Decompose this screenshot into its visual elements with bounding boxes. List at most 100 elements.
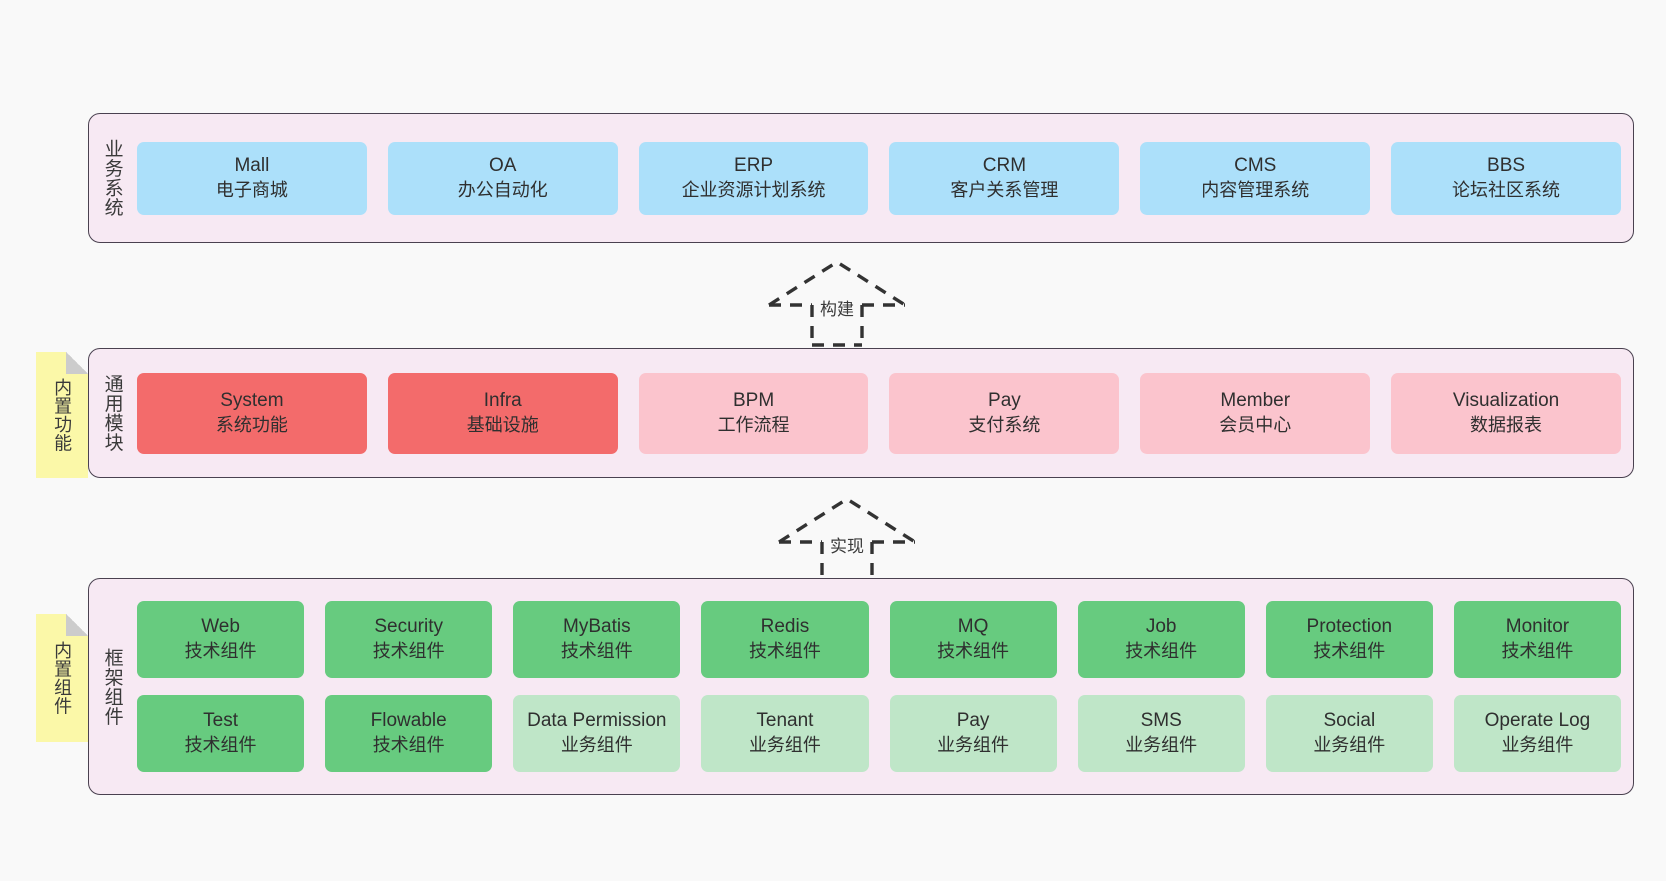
card-title-cn: 系统功能 xyxy=(215,414,288,435)
card-data-permission[interactable]: Data Permission 业务组件 xyxy=(513,695,681,772)
card-title-en: CMS xyxy=(1234,154,1277,176)
card-visualization[interactable]: Visualization 数据报表 xyxy=(1391,372,1621,454)
card-job[interactable]: Job 技术组件 xyxy=(1077,601,1245,678)
card-mybatis[interactable]: MyBatis 技术组件 xyxy=(513,601,681,678)
card-infra[interactable]: Infra 基础设施 xyxy=(387,372,618,454)
card-row: System 系统功能 Infra 基础设施 BPM 工作流程 Pay 支付系统… xyxy=(137,372,1621,454)
card-title-cn: 支付系统 xyxy=(968,414,1041,435)
card-tenant[interactable]: Tenant 业务组件 xyxy=(701,695,869,772)
card-title-cn: 企业资源计划系统 xyxy=(681,179,826,200)
card-title-cn: 基础设施 xyxy=(466,414,539,435)
card-title-en: Social xyxy=(1323,710,1376,732)
sticky-note-builtin-component[interactable]: 内置组件 xyxy=(36,614,88,742)
arrow-realize: 实现 xyxy=(772,492,922,584)
card-mq[interactable]: MQ 技术组件 xyxy=(889,601,1057,678)
card-title-cn: 业务组件 xyxy=(1313,735,1386,756)
card-title-cn: 技术组件 xyxy=(748,641,821,662)
layer-title-business-system: 业务系统 xyxy=(101,139,123,217)
card-redis[interactable]: Redis 技术组件 xyxy=(701,601,869,678)
card-operate-log[interactable]: Operate Log 业务组件 xyxy=(1453,695,1621,772)
arrow-build-label: 构建 xyxy=(820,300,854,319)
card-pay-module[interactable]: Pay 支付系统 xyxy=(889,372,1120,454)
card-pay-component[interactable]: Pay 业务组件 xyxy=(889,695,1057,772)
card-title-en: Infra xyxy=(483,389,522,411)
card-title-cn: 技术组件 xyxy=(1313,641,1386,662)
layer-business-system[interactable]: 业务系统 Mall 电子商城 OA 办公自动化 ERP 企业资源计划系统 CRM… xyxy=(88,113,1634,243)
card-test[interactable]: Test 技术组件 xyxy=(137,695,305,772)
card-title-cn: 技术组件 xyxy=(372,735,445,756)
card-title-en: Pay xyxy=(988,389,1021,411)
card-title-en: OA xyxy=(489,154,517,176)
card-title-cn: 会员中心 xyxy=(1219,414,1292,435)
card-title-en: Mall xyxy=(234,154,270,176)
card-title-en: BBS xyxy=(1487,154,1526,176)
card-title-cn: 论坛社区系统 xyxy=(1452,179,1561,200)
card-protection[interactable]: Protection 技术组件 xyxy=(1265,601,1433,678)
card-title-en: BPM xyxy=(732,389,775,411)
card-system[interactable]: System 系统功能 xyxy=(137,372,367,454)
card-title-cn: 技术组件 xyxy=(372,641,445,662)
card-title-en: SMS xyxy=(1140,710,1182,732)
card-crm[interactable]: CRM 客户关系管理 xyxy=(889,141,1120,215)
card-title-cn: 业务组件 xyxy=(748,735,821,756)
layer-body-framework-component: Web 技术组件 Security 技术组件 MyBatis 技术组件 Redi… xyxy=(135,579,1633,794)
card-row: Web 技术组件 Security 技术组件 MyBatis 技术组件 Redi… xyxy=(137,601,1621,678)
card-bpm[interactable]: BPM 工作流程 xyxy=(638,372,869,454)
sticky-note-label: 内置组件 xyxy=(52,641,73,715)
card-title-cn: 技术组件 xyxy=(560,641,633,662)
card-title-en: Flowable xyxy=(370,710,447,732)
card-title-cn: 工作流程 xyxy=(717,414,790,435)
card-title-en: Visualization xyxy=(1452,389,1560,411)
card-title-cn: 电子商城 xyxy=(215,179,288,200)
card-oa[interactable]: OA 办公自动化 xyxy=(387,141,618,215)
card-cms[interactable]: CMS 内容管理系统 xyxy=(1140,141,1371,215)
card-title-cn: 业务组件 xyxy=(937,735,1010,756)
layer-title-common-module: 通用模块 xyxy=(101,374,123,452)
card-monitor[interactable]: Monitor 技术组件 xyxy=(1453,601,1621,678)
card-social[interactable]: Social 业务组件 xyxy=(1265,695,1433,772)
card-title-en: Redis xyxy=(760,616,810,638)
card-title-cn: 技术组件 xyxy=(937,641,1010,662)
arrow-build-icon xyxy=(768,259,906,347)
layer-framework-component[interactable]: 框架组件 Web 技术组件 Security 技术组件 MyBatis 技术组件… xyxy=(88,578,1634,795)
layer-body-business-system: Mall 电子商城 OA 办公自动化 ERP 企业资源计划系统 CRM 客户关系… xyxy=(135,114,1633,242)
card-title-en: Job xyxy=(1145,616,1177,638)
card-title-cn: 技术组件 xyxy=(1125,641,1198,662)
card-member[interactable]: Member 会员中心 xyxy=(1140,372,1371,454)
card-title-en: Security xyxy=(374,616,443,638)
card-title-en: Protection xyxy=(1306,616,1393,638)
layer-title-framework-component: 框架组件 xyxy=(101,647,123,726)
card-title-cn: 技术组件 xyxy=(184,641,257,662)
card-title-cn: 办公自动化 xyxy=(457,179,548,200)
card-title-cn: 客户关系管理 xyxy=(950,179,1059,200)
card-title-cn: 业务组件 xyxy=(1501,735,1574,756)
sticky-note-builtin-function[interactable]: 内置功能 xyxy=(36,352,88,478)
card-erp[interactable]: ERP 企业资源计划系统 xyxy=(638,141,869,215)
layer-common-module[interactable]: 通用模块 System 系统功能 Infra 基础设施 BPM 工作流程 Pay… xyxy=(88,348,1634,478)
card-sms[interactable]: SMS 业务组件 xyxy=(1077,695,1245,772)
card-row: Test 技术组件 Flowable 技术组件 Data Permission … xyxy=(137,695,1621,772)
arrow-realize-label: 实现 xyxy=(830,537,864,556)
card-title-en: Data Permission xyxy=(527,710,667,732)
card-title-cn: 技术组件 xyxy=(1501,641,1574,662)
card-title-en: Test xyxy=(203,710,238,732)
card-title-en: Tenant xyxy=(756,710,814,732)
card-mall[interactable]: Mall 电子商城 xyxy=(137,141,367,215)
card-title-en: MQ xyxy=(957,616,989,638)
card-security[interactable]: Security 技术组件 xyxy=(325,601,493,678)
card-flowable[interactable]: Flowable 技术组件 xyxy=(325,695,493,772)
card-title-cn: 技术组件 xyxy=(184,735,257,756)
card-title-en: Operate Log xyxy=(1484,710,1591,732)
card-title-en: CRM xyxy=(982,154,1027,176)
card-row: Mall 电子商城 OA 办公自动化 ERP 企业资源计划系统 CRM 客户关系… xyxy=(137,141,1621,215)
card-web[interactable]: Web 技术组件 xyxy=(137,601,305,678)
sticky-note-label: 内置功能 xyxy=(52,378,73,452)
card-title-en: MyBatis xyxy=(563,616,631,638)
layer-body-common-module: System 系统功能 Infra 基础设施 BPM 工作流程 Pay 支付系统… xyxy=(135,349,1633,477)
card-title-cn: 内容管理系统 xyxy=(1201,179,1310,200)
card-title-cn: 业务组件 xyxy=(1125,735,1198,756)
card-bbs[interactable]: BBS 论坛社区系统 xyxy=(1391,141,1621,215)
card-title-en: Pay xyxy=(956,710,990,732)
card-title-cn: 数据报表 xyxy=(1470,414,1543,435)
